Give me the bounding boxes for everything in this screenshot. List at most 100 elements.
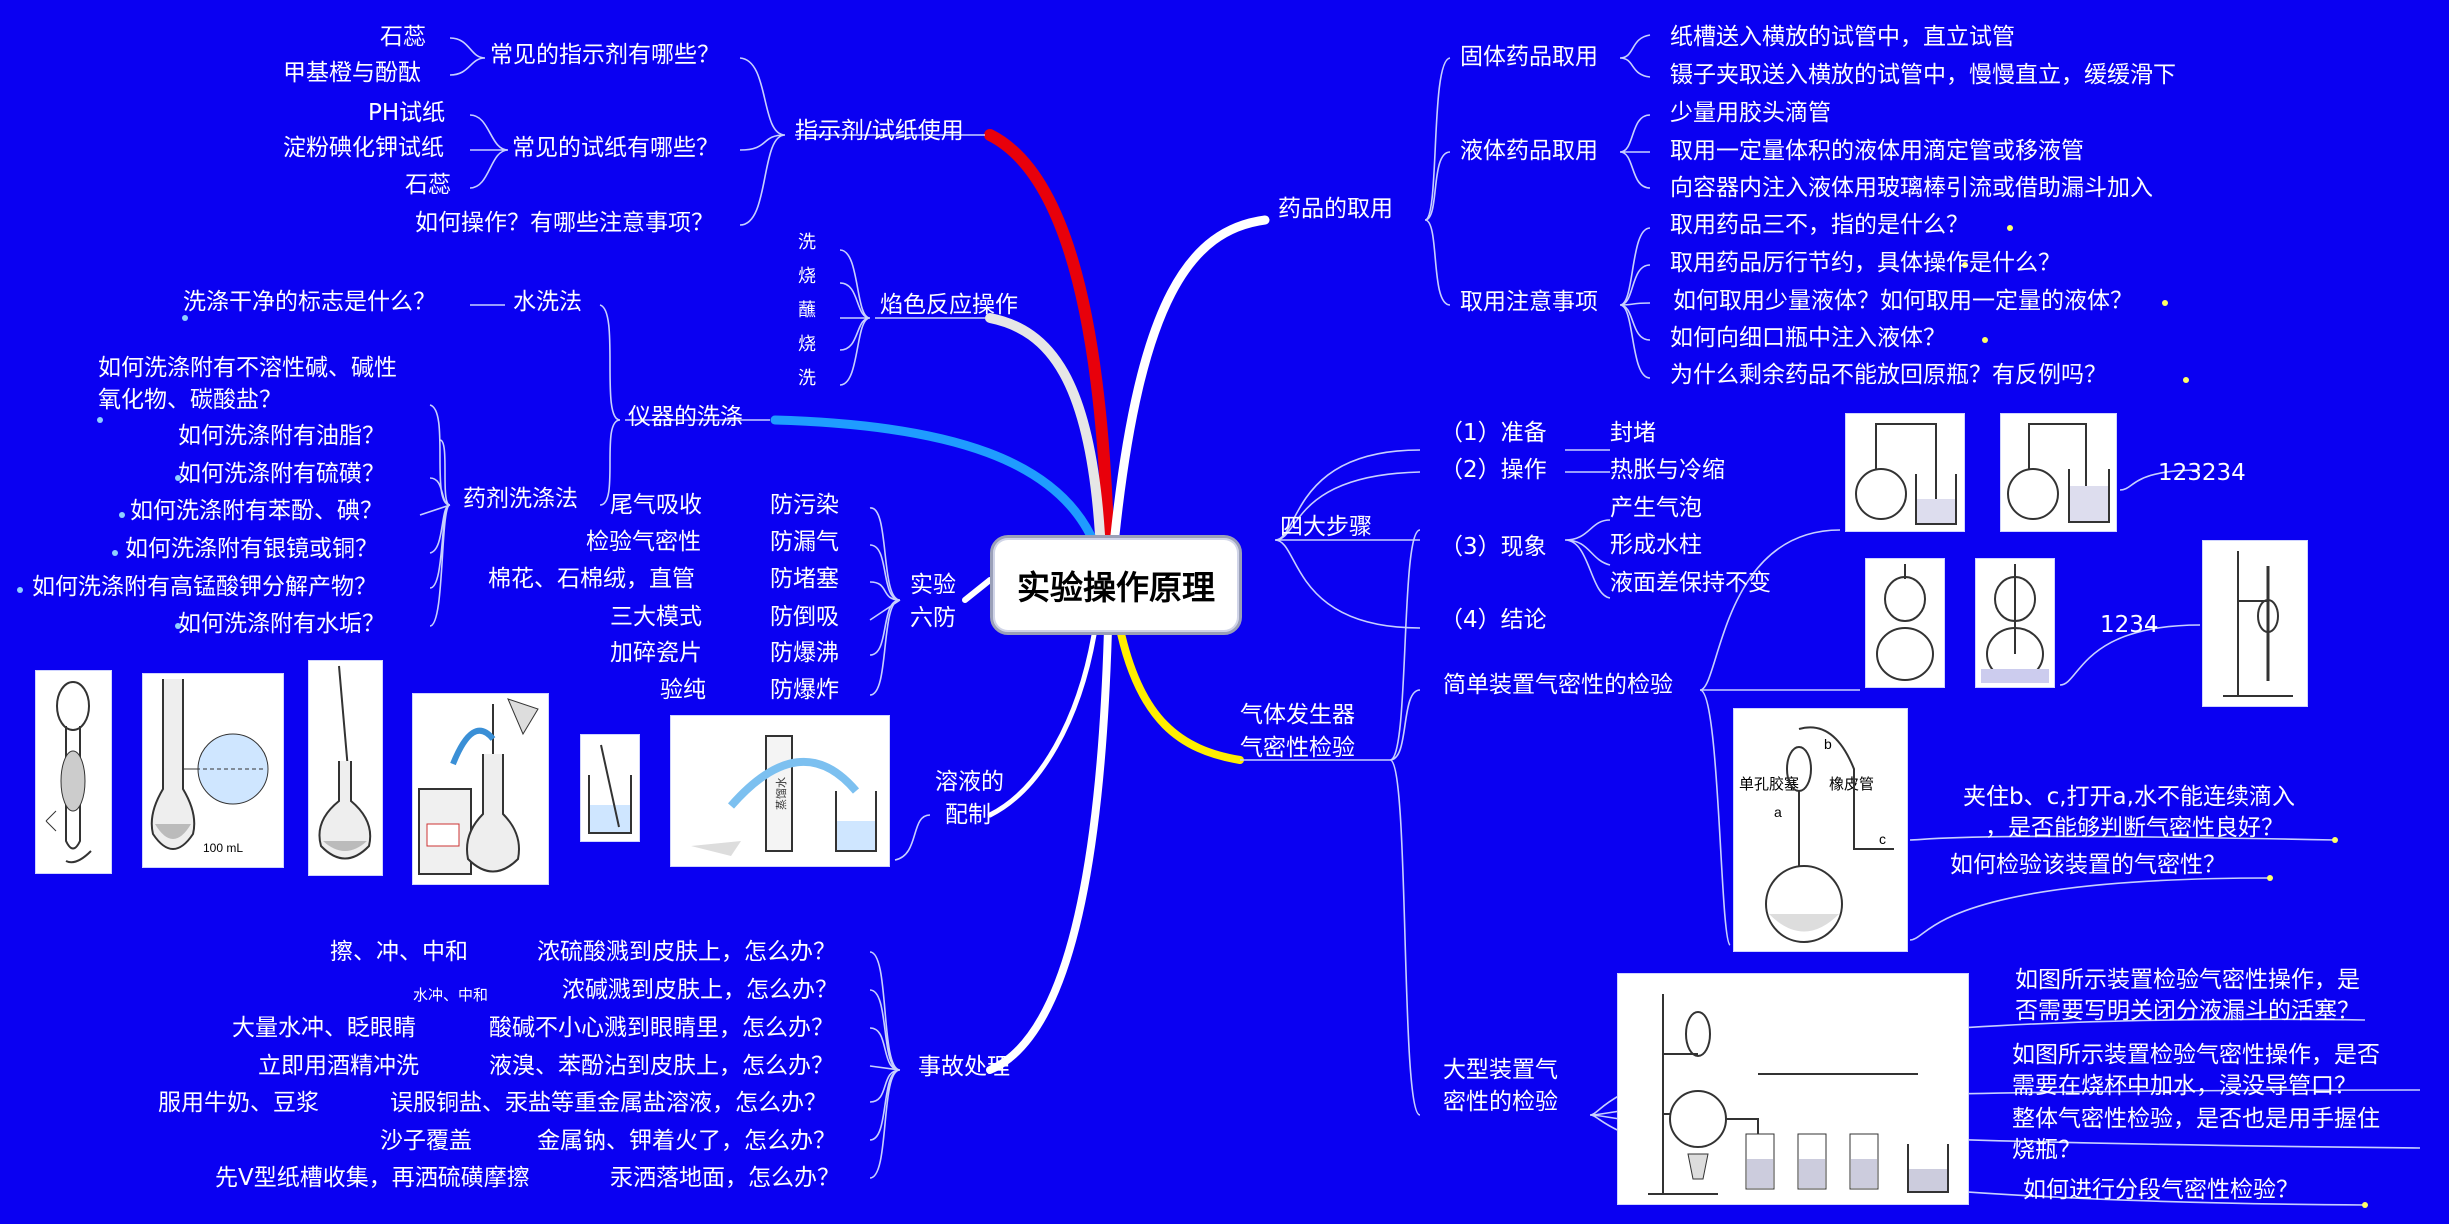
topic-drug-handling[interactable]: 药品的取用: [1278, 196, 1393, 222]
precaution-purpose: 防漏气: [770, 529, 839, 555]
drug-note-question[interactable]: 取用药品厉行节约，具体操作是什么？: [1670, 250, 2061, 276]
accident-question[interactable]: 浓碱溅到皮肤上，怎么办？: [562, 977, 838, 1003]
valve-c-label: c: [1879, 831, 1886, 847]
accident-answer: 水冲、中和: [413, 986, 489, 1004]
branch-drugs: [1110, 215, 1270, 540]
liquid-drug-item: 少量用胶头滴管: [1670, 100, 1831, 126]
large-apparatus-question-line2[interactable]: 需要在烧杯中加水，浸没导管口？: [2012, 1073, 2357, 1099]
separatory-funnel-apparatus: 单孔胶塞 橡皮管 b a c: [1733, 708, 1908, 952]
question-operation[interactable]: 如何操作？有哪些注意事项？: [415, 210, 714, 236]
step-detail: 液面差保持不变: [1610, 570, 1771, 596]
step-label[interactable]: （3）现象: [1440, 534, 1547, 560]
accident-answer: 立即用酒精冲洗: [258, 1053, 419, 1079]
topic-solution-prep-line2[interactable]: 配制: [945, 802, 991, 828]
apparatus-question[interactable]: 夹住b、c,打开a,水不能连续滴入: [1963, 784, 2295, 810]
four-steps[interactable]: 四大步骤: [1280, 514, 1372, 540]
step-detail: 热胀与冷缩: [1610, 457, 1725, 483]
accident-question[interactable]: 浓硫酸溅到皮肤上，怎么办？: [537, 939, 836, 965]
reagent-wash-question[interactable]: 如何洗涤附有油脂？: [178, 423, 385, 449]
apparatus-question[interactable]: 如何检验该装置的气密性？: [1950, 852, 2226, 878]
precaution-method: 验纯: [660, 677, 706, 703]
branch-flame: [985, 313, 1105, 540]
simple-apparatus-check[interactable]: 简单装置气密性的检验: [1443, 672, 1673, 698]
large-apparatus-question[interactable]: 如何进行分段气密性检验？: [2023, 1177, 2299, 1203]
precaution-method: 加碎瓷片: [610, 640, 702, 666]
large-apparatus-check[interactable]: 大型装置气: [1443, 1057, 1558, 1083]
topic-six-precautions[interactable]: 实验: [910, 572, 956, 598]
large-apparatus-question-line2[interactable]: 烧瓶？: [2012, 1137, 2081, 1163]
branch-solution: [987, 626, 1098, 818]
liquid-drug-handling[interactable]: 液体药品取用: [1460, 138, 1598, 164]
test-paper-item: 石蕊: [405, 172, 451, 198]
reagent-wash-question[interactable]: 如何洗涤附有硫磺？: [178, 461, 385, 487]
kipp-apparatus-1: [1865, 558, 1945, 688]
precaution-method: 三大模式: [610, 604, 702, 630]
reagent-wash-method[interactable]: 药剂洗涤法: [463, 486, 578, 512]
large-apparatus-question-line2[interactable]: 否需要写明关闭分液漏斗的活塞？: [2015, 998, 2360, 1024]
step-detail: 产生气泡: [1610, 495, 1702, 521]
large-apparatus-question[interactable]: 如图所示装置检验气密性操作，是否: [2012, 1042, 2380, 1068]
accident-question[interactable]: 金属钠、钾着火了，怎么办？: [537, 1128, 836, 1154]
indicator-item: 石蕊: [380, 24, 426, 50]
indicator-item: 甲基橙与酚酞: [283, 60, 421, 86]
water-wash-method[interactable]: 水洗法: [513, 289, 582, 315]
solid-drug-item: 镊子夹取送入横放的试管中，慢慢直立，缓缓滑下: [1670, 62, 2176, 88]
central-topic[interactable]: 实验操作原理: [990, 535, 1242, 635]
reagent-wash-question[interactable]: 如何洗涤附有苯酚、碘？: [130, 498, 383, 524]
drug-note-question[interactable]: 取用药品三不，指的是什么？: [1670, 212, 1969, 238]
solid-drug-handling[interactable]: 固体药品取用: [1460, 44, 1598, 70]
question-test-papers[interactable]: 常见的试纸有哪些？: [512, 135, 719, 161]
accident-question[interactable]: 酸碱不小心溅到眼睛里，怎么办？: [489, 1015, 834, 1041]
question-clean-sign[interactable]: 洗涤干净的标志是什么？: [183, 289, 436, 315]
precaution-purpose: 防污染: [770, 492, 839, 518]
branch-gas: [1116, 625, 1244, 764]
accident-question[interactable]: 汞洒落地面，怎么办？: [610, 1165, 840, 1191]
topic-accident-handling[interactable]: 事故处理: [918, 1054, 1010, 1080]
flask-beaker-apparatus-1: [1845, 413, 1965, 532]
reagent-wash-question[interactable]: 如何洗涤附有高锰酸钾分解产物？: [32, 574, 377, 600]
topic-gas-generator-airtightness[interactable]: 气体发生器: [1240, 702, 1355, 728]
drug-note-question[interactable]: 为什么剩余药品不能放回原瓶？有反例吗？: [1670, 362, 2107, 388]
liquid-drug-item: 向容器内注入液体用玻璃棒引流或借助漏斗加入: [1670, 175, 2153, 201]
apparatus-label: 1234: [2100, 612, 2159, 638]
branch-accident: [986, 625, 1112, 1074]
kipp-apparatus-2: [1975, 558, 2055, 688]
apparatus-question-line2[interactable]: ，是否能够判断气密性良好？: [1985, 815, 2284, 841]
reagent-wash-question[interactable]: 如何洗涤附有银镜或铜？: [125, 536, 378, 562]
large-apparatus-question[interactable]: 如图所示装置检验气密性操作，是: [2015, 967, 2360, 993]
reagent-wash-question[interactable]: 如何洗涤附有不溶性碱、碱性: [98, 355, 397, 381]
large-apparatus-image: [1617, 973, 1969, 1205]
reagent-wash-question[interactable]: 氧化物、碳酸盐？: [98, 387, 282, 413]
apparatus-label: 123234: [2158, 460, 2246, 486]
volumetric-flask-image: 100 mL: [142, 673, 284, 868]
precaution-method: 检验气密性: [586, 529, 701, 555]
flame-step: 洗: [798, 368, 816, 389]
stopper-label: 单孔胶塞: [1739, 775, 1799, 793]
question-indicators[interactable]: 常见的指示剂有哪些？: [490, 42, 720, 68]
step-label[interactable]: （2）操作: [1440, 457, 1547, 483]
drug-handling-notes[interactable]: 取用注意事项: [1460, 289, 1598, 315]
topic-instrument-washing[interactable]: 仪器的洗涤: [628, 404, 743, 430]
accident-question[interactable]: 液溴、苯酚沾到皮肤上，怎么办？: [489, 1053, 834, 1079]
precaution-method: 棉花、石棉绒，直管: [488, 566, 695, 592]
topic-gas-generator-airtightness-line2[interactable]: 气密性检验: [1240, 735, 1355, 761]
drug-note-question[interactable]: 如何取用少量液体？如何取用一定量的液体？: [1673, 288, 2133, 314]
branch-six: [962, 577, 993, 603]
large-apparatus-check-line2[interactable]: 密性的检验: [1443, 1089, 1558, 1115]
large-apparatus-question[interactable]: 整体气密性检验，是否也是用手握住: [2012, 1106, 2380, 1132]
stand-apparatus: [2202, 540, 2308, 707]
step-label[interactable]: （1）准备: [1440, 420, 1547, 446]
accident-question[interactable]: 误服铜盐、汞盐等重金属盐溶液，怎么办？: [390, 1090, 827, 1116]
beaker-stir-image: [580, 734, 640, 842]
topic-flame-test[interactable]: 焰色反应操作: [880, 292, 1018, 318]
flask-funnel-image: [308, 660, 383, 876]
valve-a-label: a: [1774, 804, 1782, 820]
reagent-wash-question[interactable]: 如何洗涤附有水垢？: [178, 611, 385, 637]
precaution-purpose: 防爆沸: [770, 640, 839, 666]
topic-indicator[interactable]: 指示剂/试纸使用: [795, 118, 964, 144]
step-label[interactable]: （4）结论: [1440, 607, 1547, 633]
drug-note-question[interactable]: 如何向细口瓶中注入液体？: [1670, 325, 1946, 351]
topic-solution-prep[interactable]: 溶液的: [935, 769, 1004, 795]
topic-six-precautions-line2[interactable]: 六防: [910, 605, 956, 631]
accident-answer: 沙子覆盖: [380, 1128, 472, 1154]
